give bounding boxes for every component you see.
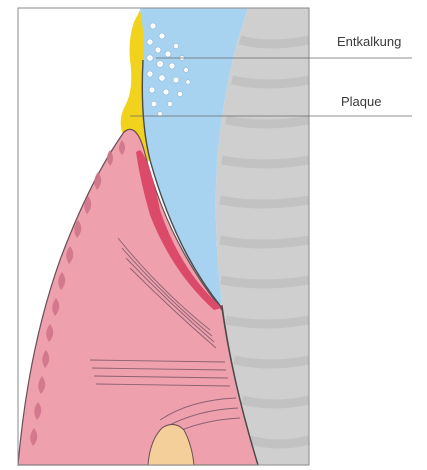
plaque-label: Plaque [341,94,381,109]
demineralization-label: Entkalkung [337,34,401,49]
